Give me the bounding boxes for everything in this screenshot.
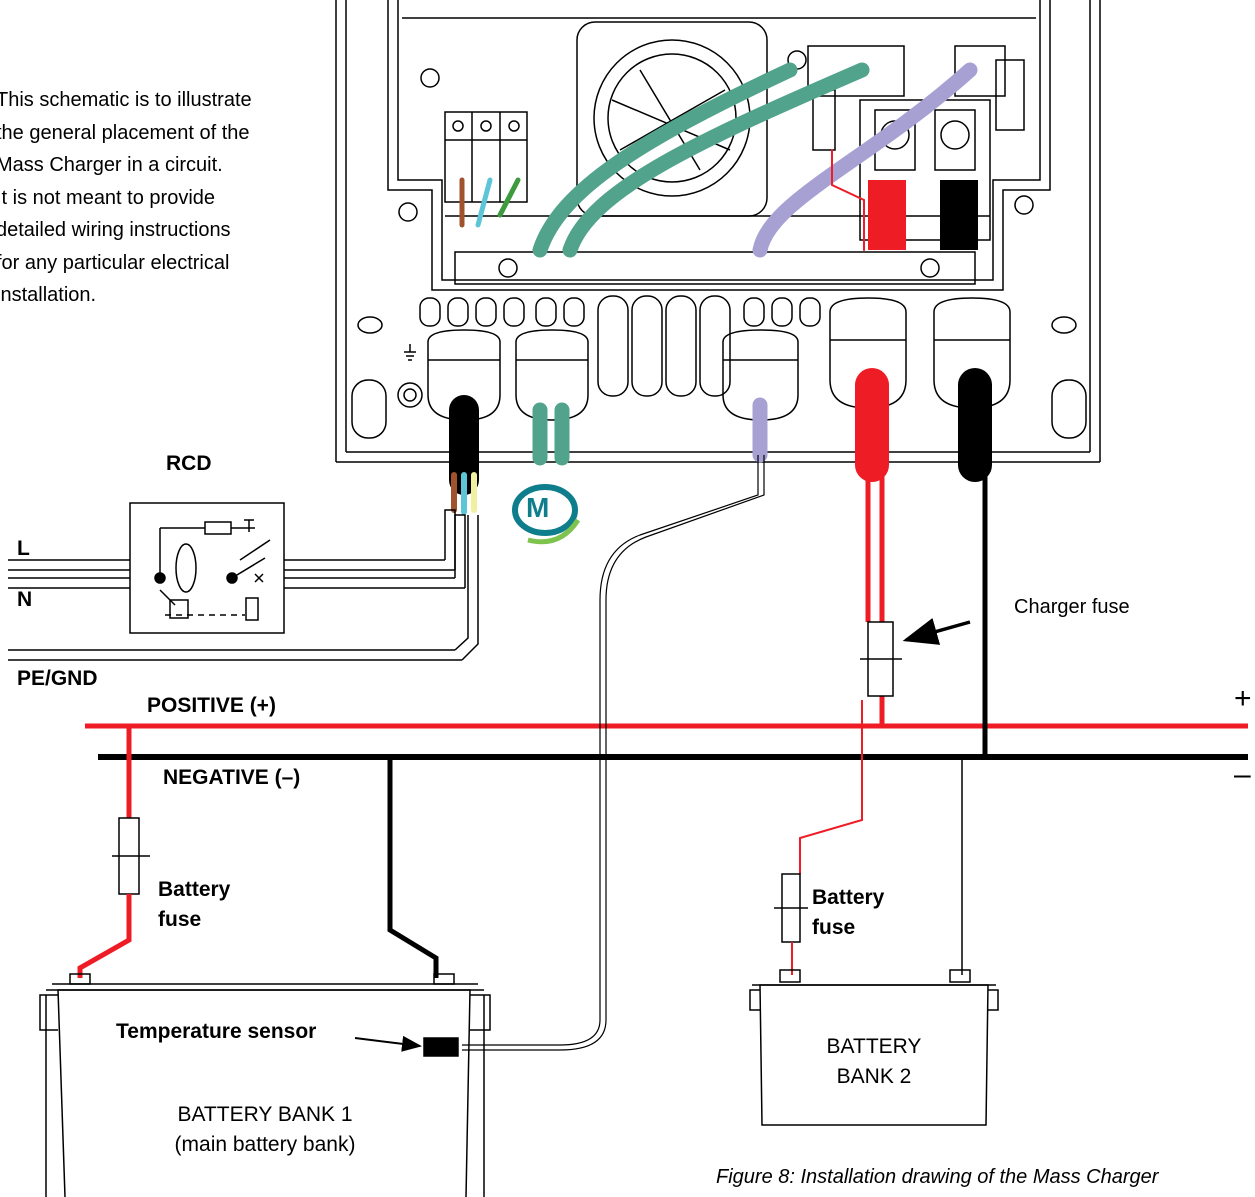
dc-bus — [85, 723, 1248, 760]
bank2-name: BATTERY BANK 2 — [774, 1032, 974, 1092]
bank1-name-line1: BATTERY BANK 1 — [177, 1103, 353, 1126]
charger-external-cables — [449, 368, 992, 515]
plus-symbol: + — [1234, 682, 1252, 715]
bank1-wiring — [77, 726, 439, 978]
bank1-name-line2: (main battery bank) — [174, 1133, 356, 1156]
charger-logo-letter: M — [526, 492, 550, 523]
bank2-wiring — [774, 700, 963, 975]
bank2-fuse-label-line1: Battery — [812, 886, 885, 909]
note-line: detailed wiring instructions — [0, 219, 231, 241]
line-label: L — [17, 537, 30, 560]
rcd-title: RCD — [166, 452, 212, 475]
charger-dc-leads — [860, 465, 988, 757]
positive-bus-label: POSITIVE (+) — [147, 694, 276, 717]
sensor-cable — [462, 455, 765, 1051]
bank1-name: BATTERY BANK 1 (main battery bank) — [100, 1100, 430, 1160]
bank2-fuse-label-line2: fuse — [812, 916, 856, 939]
mains-wiring — [8, 509, 479, 661]
battery-bank2-body — [749, 969, 999, 1126]
note-line: the general placement of the — [0, 121, 250, 144]
battery-bank1-body — [39, 973, 491, 1197]
charger-internal-cables — [459, 62, 978, 258]
figure-caption: Figure 8: Installation drawing of the Ma… — [716, 1166, 1159, 1188]
note-line: installation. — [0, 284, 97, 306]
bank2-name-line2: BANK 2 — [836, 1065, 912, 1088]
charger-fuse-label: Charger fuse — [1014, 596, 1130, 618]
negative-bus-label: NEGATIVE (–) — [163, 766, 301, 789]
bank1-fuse-label-line2: fuse — [158, 908, 202, 931]
note-line: Mass Charger in a circuit. — [0, 154, 223, 176]
bank1-fuse-label-line1: Battery — [158, 878, 231, 901]
note-line: This schematic is to illustrate — [0, 89, 252, 111]
temperature-sensor-label: Temperature sensor — [116, 1020, 317, 1043]
charger-logo — [512, 484, 581, 545]
note-line: It is not meant to provide — [0, 186, 216, 209]
bank2-name-line1: BATTERY — [826, 1035, 922, 1058]
earth-label: PE/GND — [17, 667, 98, 690]
note-line: for any particular electrical — [0, 251, 230, 274]
neutral-label: N — [17, 588, 33, 611]
minus-symbol: – — [1234, 758, 1251, 791]
rcd-device — [129, 502, 285, 634]
disclaimer-note: This schematic is to illustrate the gener… — [0, 84, 252, 312]
